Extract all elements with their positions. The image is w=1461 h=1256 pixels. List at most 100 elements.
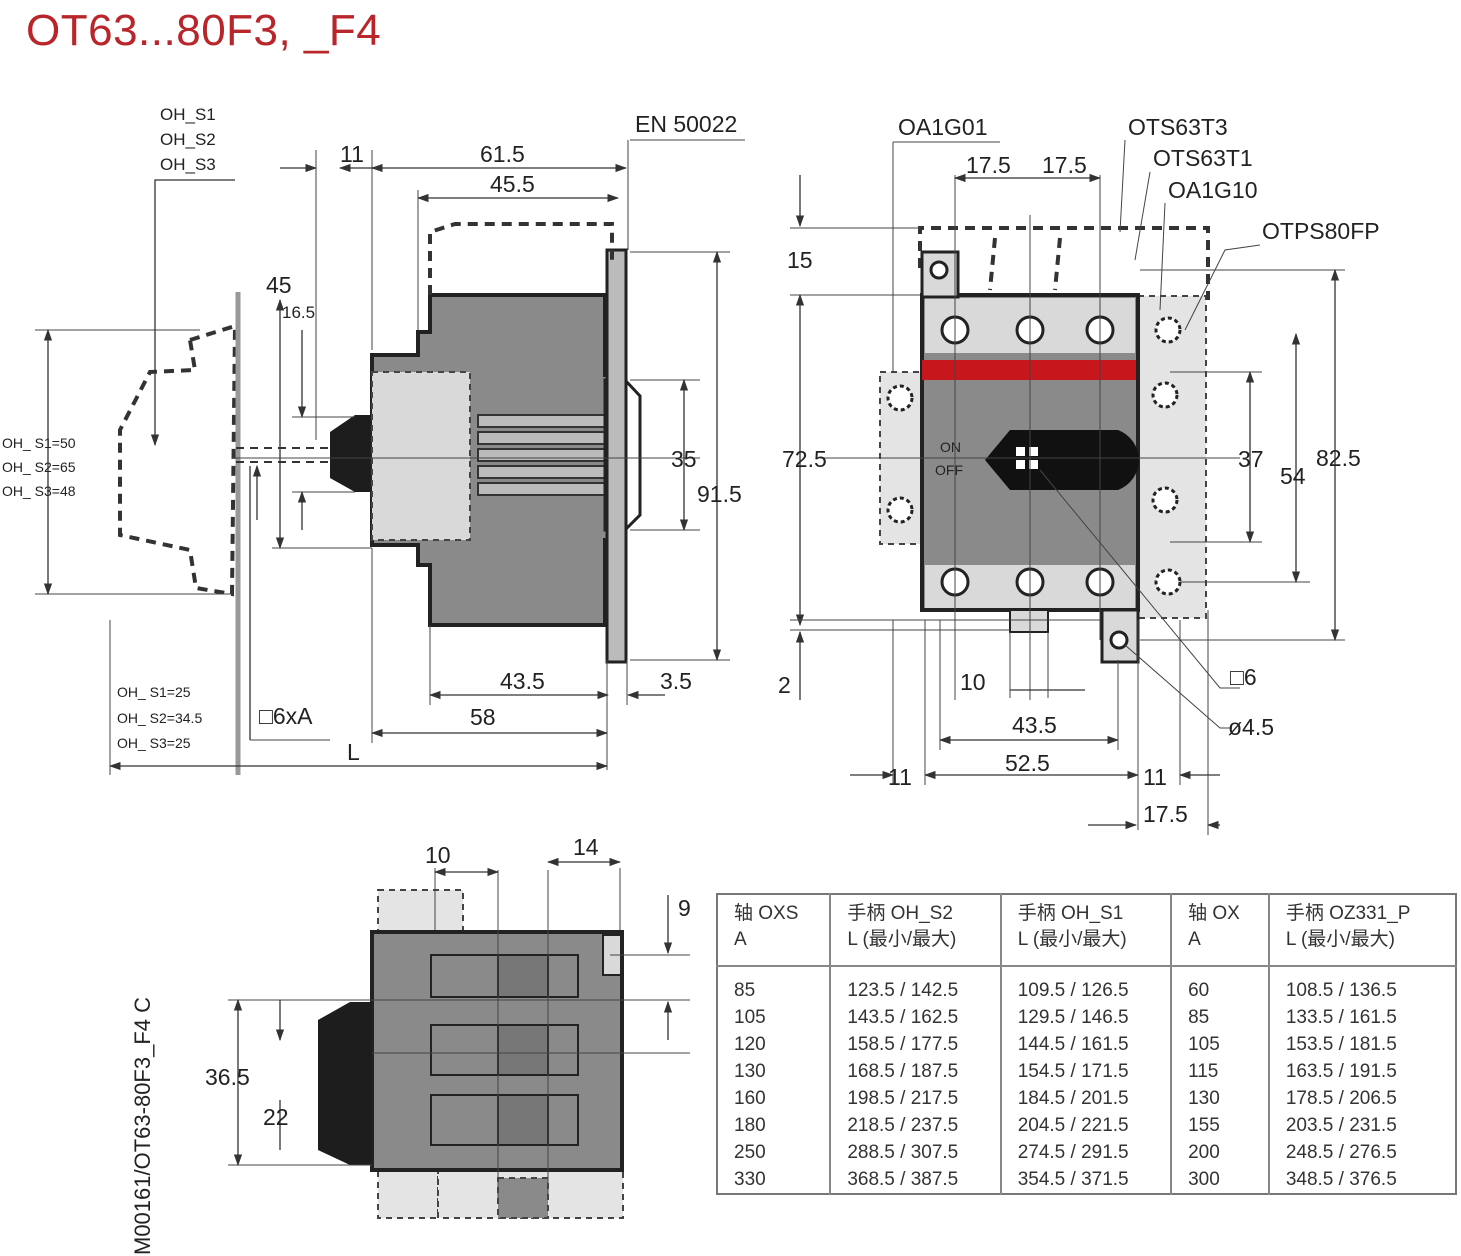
dim-11: 11 bbox=[340, 141, 364, 167]
table-cell: 248.5 / 276.5 bbox=[1285, 1142, 1397, 1163]
dim-91-5: 91.5 bbox=[697, 481, 742, 507]
dim-43-5-front: 43.5 bbox=[1012, 712, 1057, 738]
dim-45-5: 45.5 bbox=[490, 171, 535, 197]
header-line1: 轴 OX bbox=[1188, 903, 1240, 924]
table-header: 轴 OX A bbox=[1171, 894, 1270, 967]
table-cell: 85 bbox=[1171, 1004, 1270, 1031]
dim-9: 9 bbox=[678, 895, 691, 921]
header-line1: 手柄 OH_S1 bbox=[1017, 903, 1124, 924]
vent-slots bbox=[477, 414, 607, 496]
dim-45: 45 bbox=[266, 272, 292, 298]
dim-43-5: 43.5 bbox=[500, 668, 545, 694]
table-cell: 105 bbox=[1171, 1031, 1270, 1058]
handle-height-s2: OH_ S2=65 bbox=[2, 459, 76, 475]
table-cell: 348.5 / 376.5 bbox=[1285, 1169, 1397, 1190]
table-cell: 109.5 / 126.5 bbox=[1000, 966, 1173, 1004]
dim-36-5: 36.5 bbox=[205, 1064, 250, 1090]
dim-3-5: 3.5 bbox=[660, 668, 692, 694]
table-cell: 115 bbox=[1171, 1058, 1270, 1085]
table-cell: 105 bbox=[717, 1004, 832, 1031]
dim-58: 58 bbox=[470, 704, 496, 730]
shaft-label: □6xA bbox=[259, 703, 313, 729]
table-cell: 130 bbox=[717, 1058, 832, 1085]
table-cell: 155 bbox=[1171, 1112, 1270, 1139]
handle-height-s3: OH_ S3=48 bbox=[2, 483, 76, 499]
table-cell: 204.5 / 221.5 bbox=[1000, 1112, 1173, 1139]
table-header: 手柄 OH_S2 L (最小/最大) bbox=[830, 894, 1002, 967]
header-line2: L (最小/最大) bbox=[1017, 929, 1127, 950]
terminal-blocks bbox=[430, 954, 579, 1146]
table-cell: 153.5 / 181.5 bbox=[1285, 1034, 1397, 1055]
handle-label-s1: OH_S1 bbox=[160, 105, 216, 124]
dim-10: 10 bbox=[960, 669, 986, 695]
table-cell: 300 bbox=[1171, 1166, 1270, 1194]
label-ots63t1: OTS63T1 bbox=[1153, 145, 1253, 171]
handle-offset-s3: OH_ S3=25 bbox=[117, 735, 191, 751]
dim-22: 22 bbox=[263, 1104, 289, 1130]
table-cell: 178.5 / 206.5 bbox=[1285, 1088, 1397, 1109]
table-cell: 85 bbox=[717, 966, 832, 1004]
table-cell: 163.5 / 191.5 bbox=[1285, 1061, 1397, 1082]
dim-11-left: 11 bbox=[888, 764, 912, 790]
dim-61-5: 61.5 bbox=[480, 141, 525, 167]
header-line1: 轴 OXS bbox=[734, 903, 799, 924]
table-cell: 144.5 / 161.5 bbox=[1000, 1031, 1173, 1058]
handle-label-s3: OH_S3 bbox=[160, 155, 216, 174]
dimension-table: 轴 OXS A 手柄 OH_S2 L (最小/最大) 手柄 OH_S1 L (最小/最… bbox=[716, 893, 1457, 1195]
dim-11-right: 11 bbox=[1143, 764, 1167, 790]
header-line1: 手柄 OZ331_P bbox=[1285, 903, 1411, 924]
dim-17-5-b: 17.5 bbox=[1042, 152, 1087, 178]
dim-15: 15 bbox=[787, 247, 813, 273]
table-cell: 184.5 / 201.5 bbox=[1000, 1085, 1173, 1112]
rail-label: EN 50022 bbox=[635, 111, 737, 137]
table-cell: 218.5 / 237.5 bbox=[830, 1112, 1002, 1139]
dim-10-top: 10 bbox=[425, 842, 451, 868]
table-cell: 133.5 / 161.5 bbox=[1285, 1007, 1397, 1028]
table-cell: 60 bbox=[1171, 966, 1270, 1004]
table-header-row: 轴 OXS A 手柄 OH_S2 L (最小/最大) 手柄 OH_S1 L (最小/最… bbox=[717, 894, 1456, 967]
table-cell: 203.5 / 231.5 bbox=[1285, 1115, 1397, 1136]
top-view: 10 14 9 36.5 22 bbox=[205, 834, 691, 1219]
side-view: OH_S1 OH_S2 OH_S3 OH_ S1=50 OH_ S2=65 OH… bbox=[2, 105, 745, 775]
table-cell: 250 bbox=[717, 1139, 832, 1166]
table-cell: 200 bbox=[1171, 1139, 1270, 1166]
label-oa1g01: OA1G01 bbox=[898, 114, 988, 140]
table-cell: 354.5 / 371.5 bbox=[1000, 1166, 1173, 1194]
table-cell: 143.5 / 162.5 bbox=[830, 1004, 1002, 1031]
length-label: L bbox=[347, 739, 360, 765]
table-header: 轴 OXS A bbox=[717, 894, 832, 967]
table-cell: 120 bbox=[717, 1031, 832, 1058]
dim-35: 35 bbox=[671, 446, 697, 472]
mounting-hole-label: ø4.5 bbox=[1228, 714, 1274, 740]
header-line2: A bbox=[734, 929, 747, 950]
dim-52-5: 52.5 bbox=[1005, 750, 1050, 776]
table-cell: 158.5 / 177.5 bbox=[830, 1031, 1002, 1058]
table-cell: 130 bbox=[1171, 1085, 1270, 1112]
table-cell: 154.5 / 171.5 bbox=[1000, 1058, 1173, 1085]
header-line2: A bbox=[1188, 929, 1201, 950]
table-cell: 368.5 / 387.5 bbox=[830, 1166, 1002, 1194]
header-line1: 手柄 OH_S2 bbox=[847, 903, 953, 924]
handle-height-s1: OH_ S1=50 bbox=[2, 435, 76, 451]
switch-mark-off: OFF bbox=[935, 462, 963, 478]
table-cell: 198.5 / 217.5 bbox=[830, 1085, 1002, 1112]
dim-72-5: 72.5 bbox=[782, 446, 827, 472]
dim-37: 37 bbox=[1238, 446, 1264, 472]
dim-14: 14 bbox=[573, 834, 599, 860]
dim-2: 2 bbox=[778, 672, 791, 698]
switch-mark-on: ON bbox=[940, 439, 961, 455]
header-line2: L (最小/最大) bbox=[847, 929, 957, 950]
table-cell: 129.5 / 146.5 bbox=[1000, 1004, 1173, 1031]
handle-offset-s2: OH_ S2=34.5 bbox=[117, 710, 202, 726]
dim-17-5-a: 17.5 bbox=[966, 152, 1011, 178]
front-view: ON OFF bbox=[778, 114, 1380, 835]
